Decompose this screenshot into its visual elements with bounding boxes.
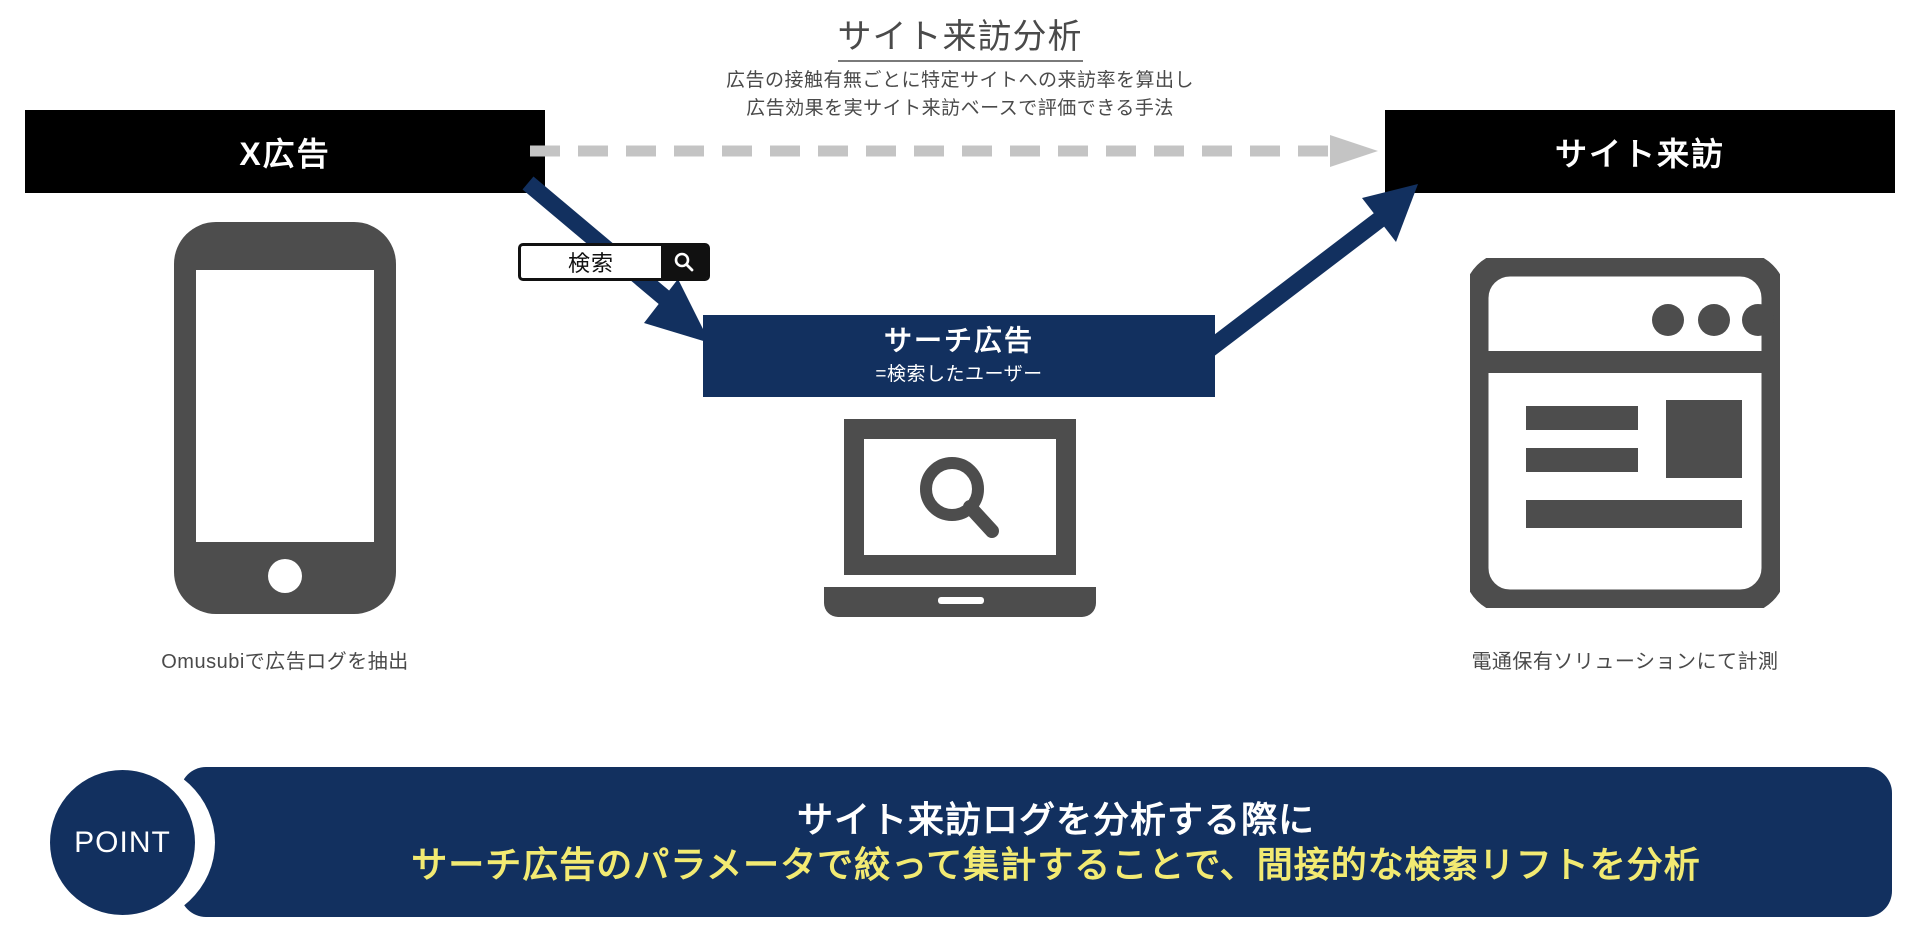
page-title: サイト来訪分析 bbox=[837, 18, 1083, 63]
laptop-search-icon bbox=[824, 419, 1096, 617]
browser-window-icon bbox=[1470, 258, 1780, 608]
search-box[interactable]: 検索 bbox=[518, 243, 710, 281]
x-ads-label: X広告 bbox=[239, 135, 331, 172]
dashed-arrow-right-icon bbox=[530, 135, 1378, 167]
point-badge-label: POINT bbox=[74, 825, 171, 859]
site-visit-label: サイト来訪 bbox=[1554, 135, 1725, 172]
search-input-text[interactable]: 検索 bbox=[567, 251, 614, 276]
analysis-subtitle-line-1: 広告の接触有無ごとに特定サイトへの来訪率を算出し bbox=[725, 70, 1194, 92]
navy-arrow-up-right-icon bbox=[1176, 184, 1418, 377]
smartphone-icon bbox=[174, 222, 396, 614]
search-ads-subtitle: =検索したユーザー bbox=[875, 363, 1043, 385]
search-icon bbox=[674, 252, 694, 272]
caption-left: Omusubiで広告ログを抽出 bbox=[161, 651, 409, 673]
point-banner: サイト来訪ログを分析する際に サーチ広告のパラメータで絞って集計することで、間接… bbox=[180, 767, 1892, 917]
x-ads-box: X広告 bbox=[25, 110, 545, 193]
analysis-header: サイト来訪分析 広告の接触有無ごとに特定サイトへの来訪率を算出し 広告効果を実サ… bbox=[560, 18, 1360, 122]
point-text: サイト来訪ログを分析する際に サーチ広告のパラメータで絞って集計することで、間接… bbox=[371, 797, 1701, 887]
site-visit-box: サイト来訪 bbox=[1385, 110, 1895, 193]
point-badge: POINT bbox=[50, 770, 195, 915]
caption-right: 電通保有ソリューションにて計測 bbox=[1471, 651, 1779, 673]
search-button[interactable] bbox=[661, 246, 707, 278]
search-ads-box: サーチ広告 =検索したユーザー bbox=[703, 315, 1215, 397]
point-line-2: サーチ広告のパラメータで絞って集計することで、間接的な検索リフトを分析 bbox=[411, 844, 1701, 885]
search-ads-title: サーチ広告 bbox=[883, 325, 1034, 357]
point-line-1: サイト来訪ログを分析する際に bbox=[796, 799, 1315, 840]
analysis-subtitle-line-2: 広告効果を実サイト来訪ベースで評価できる手法 bbox=[746, 97, 1174, 119]
